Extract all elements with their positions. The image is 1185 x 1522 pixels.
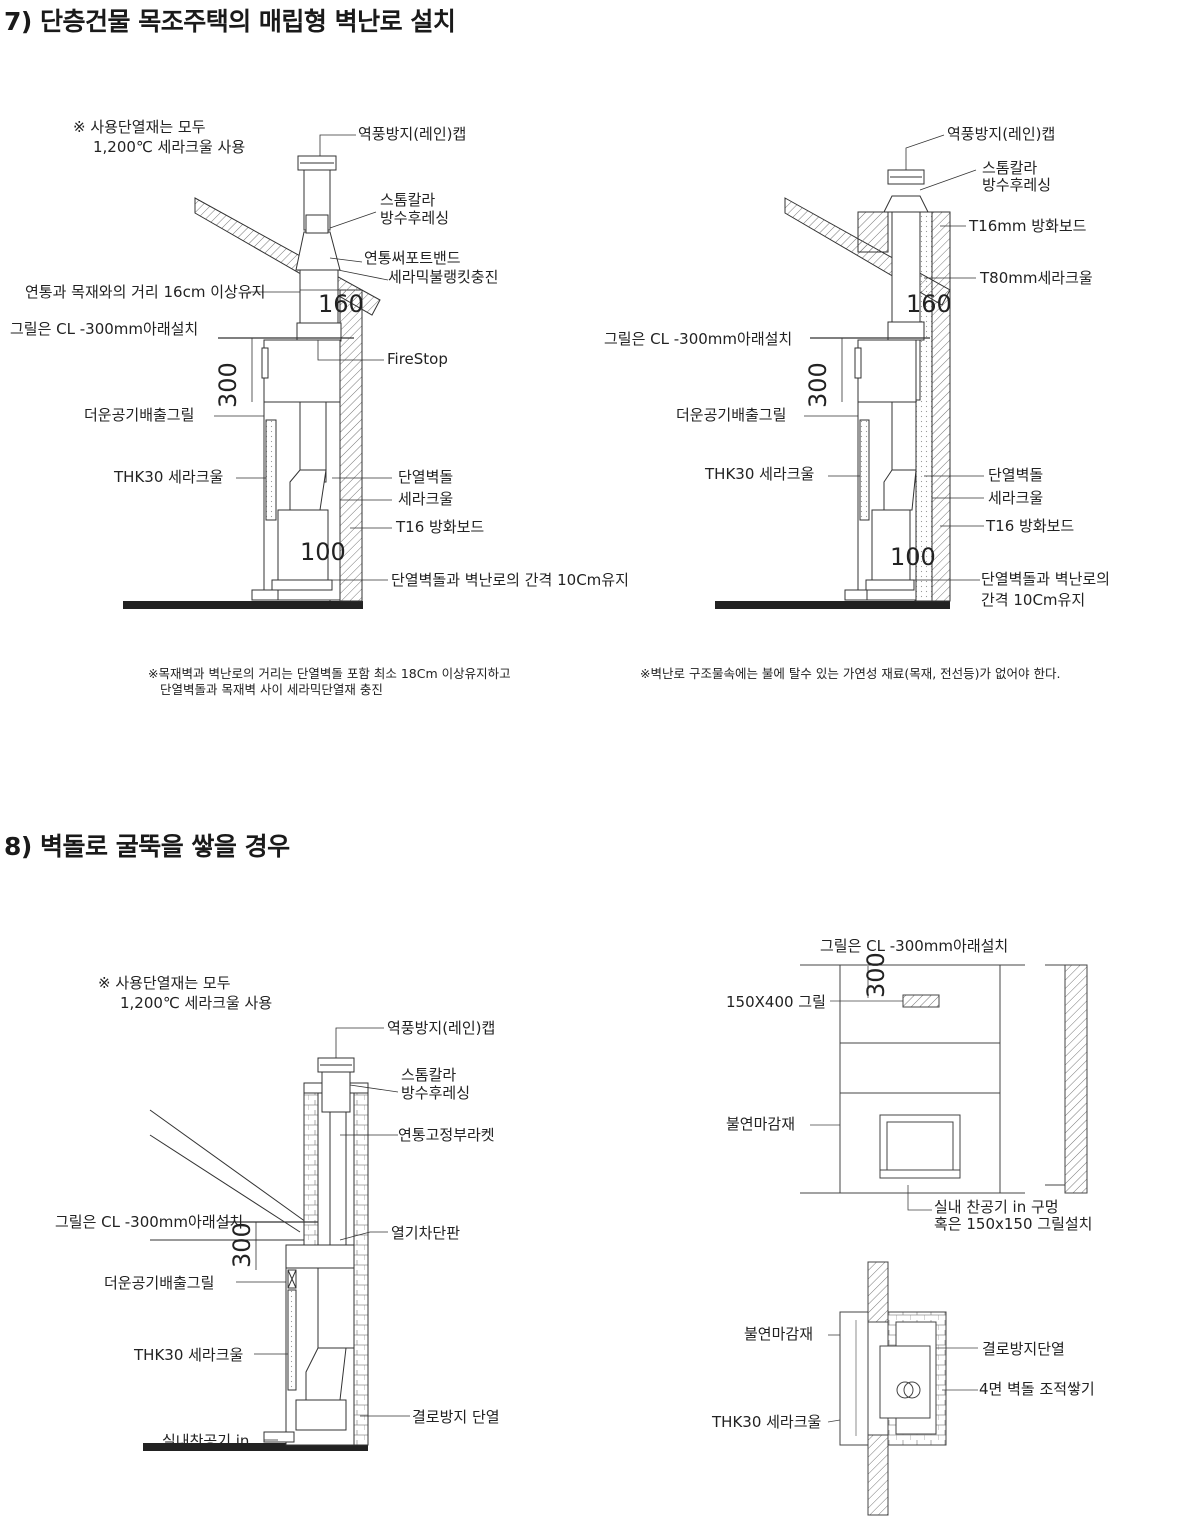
label-gap-keep-r-2: 간격 10Cm유지 bbox=[981, 591, 1086, 609]
dim-300-section8-left: 300 bbox=[228, 1222, 256, 1268]
note-insulation-2: 1,200℃ 세라크울 사용 bbox=[93, 138, 246, 156]
label-hot-air-grill-r: 더운공기배출그릴 bbox=[676, 406, 787, 424]
footnote-right: ※벽난로 구조물속에는 불에 탈수 있는 가연성 재료(목재, 전선등)가 없어… bbox=[640, 666, 1061, 681]
label-firestop: FireStop bbox=[387, 350, 448, 368]
dim-100-right: 100 bbox=[890, 543, 936, 571]
label8p-thk30: THK30 세라크울 bbox=[712, 1413, 822, 1431]
label-thk30-r: THK30 세라크울 bbox=[705, 465, 815, 483]
label-grill-install-r: 그릴은 CL -300mm아래설치 bbox=[604, 330, 793, 348]
diagram-8-plan bbox=[827, 1261, 978, 1516]
label-t16mm-board: T16mm 방화보드 bbox=[969, 217, 1087, 235]
label8-thk30: THK30 세라크울 bbox=[134, 1346, 244, 1364]
section8-title: 8) 벽돌로 굴뚝을 쌓을 경우 bbox=[4, 832, 290, 861]
label-distance-wood: 연통과 목재와의 거리 16cm 이상유지 bbox=[25, 283, 266, 301]
diagram-7-left bbox=[123, 134, 392, 609]
floor-slab bbox=[143, 1443, 368, 1451]
label8e-grill-install: 그릴은 CL -300mm아래설치 bbox=[820, 937, 1009, 955]
label-support-band: 연통써포트밴드 bbox=[364, 249, 461, 267]
section7-title: 7) 단층건물 목조주택의 매립형 벽난로 설치 bbox=[4, 7, 456, 36]
label-storm-collar-2: 방수후레싱 bbox=[380, 209, 450, 227]
label-ceramic-wool-r: 세라크울 bbox=[988, 489, 1044, 507]
label8-heat-shield: 열기차단판 bbox=[391, 1224, 461, 1242]
label-grill-install: 그릴은 CL -300mm아래설치 bbox=[10, 320, 199, 338]
footnote-left-2: 단열벽돌과 목재벽 사이 세라믹단열재 충진 bbox=[160, 682, 383, 697]
label-rain-cap-r: 역풍방지(레인)캡 bbox=[947, 125, 1056, 143]
note8-insulation-1: ※ 사용단열재는 모두 bbox=[98, 974, 231, 992]
footnote-left-1: ※목재벽과 벽난로의 거리는 단열벽돌 포함 최소 18Cm 이상유지하고 bbox=[148, 666, 511, 681]
label8e-indoor-hole-2: 혹은 150x150 그릴설치 bbox=[934, 1215, 1093, 1233]
label8p-noncomb: 불연마감재 bbox=[744, 1325, 814, 1343]
label8-indoor-air: 실내찬공기 in bbox=[162, 1432, 250, 1450]
label-storm-collar-r-2: 방수후레싱 bbox=[982, 176, 1052, 194]
floor-slab bbox=[715, 601, 950, 609]
label-insulated-brick-r: 단열벽돌 bbox=[988, 466, 1044, 484]
diagram-8-elevation bbox=[800, 964, 1088, 1211]
label-ceramic-blanket: 세라믹불랭킷충진 bbox=[388, 268, 499, 286]
brick-chimney-right bbox=[353, 1092, 369, 1446]
label8-storm-collar-1: 스톰칼라 bbox=[401, 1066, 457, 1084]
label-insulated-brick: 단열벽돌 bbox=[398, 468, 454, 486]
label-t80mm-wool: T80mm세라크울 bbox=[980, 269, 1093, 287]
label8-bracket: 연통고정부라켓 bbox=[398, 1126, 495, 1144]
label-hot-air-grill: 더운공기배출그릴 bbox=[84, 406, 195, 424]
diagram-8-left bbox=[143, 1027, 410, 1451]
label8-grill-install: 그릴은 CL -300mm아래설치 bbox=[55, 1213, 244, 1231]
label-gap-keep: 단열벽돌과 벽난로의 간격 10Cm유지 bbox=[391, 571, 629, 589]
note-insulation-1: ※ 사용단열재는 모두 bbox=[73, 118, 206, 136]
label8e-indoor-hole-1: 실내 찬공기 in 구멍 bbox=[934, 1198, 1059, 1216]
dim-100-left: 100 bbox=[300, 538, 346, 566]
label-rain-cap: 역풍방지(레인)캡 bbox=[358, 125, 467, 143]
label8e-grill-size: 150X400 그릴 bbox=[726, 993, 826, 1011]
label8p-brick-4side: 4면 벽돌 조적쌓기 bbox=[979, 1380, 1095, 1398]
diagram-7-right bbox=[715, 134, 984, 609]
dim-300-left: 300 bbox=[214, 362, 242, 408]
dim-160-left: 160 bbox=[318, 290, 364, 318]
label-thk30: THK30 세라크울 bbox=[114, 468, 224, 486]
label8-storm-collar-2: 방수후레싱 bbox=[401, 1084, 471, 1102]
label8p-condensation: 결로방지단열 bbox=[982, 1340, 1065, 1358]
label-gap-keep-r-1: 단열벽돌과 벽난로의 bbox=[981, 570, 1110, 588]
label8-hot-air-grill: 더운공기배출그릴 bbox=[104, 1274, 215, 1292]
label-t16-board-r: T16 방화보드 bbox=[986, 517, 1075, 535]
label8-rain-cap: 역풍방지(레인)캡 bbox=[387, 1019, 496, 1037]
note8-insulation-2: 1,200℃ 세라크울 사용 bbox=[120, 994, 273, 1012]
label-t16-board: T16 방화보드 bbox=[396, 518, 485, 536]
label8e-noncomb: 불연마감재 bbox=[726, 1115, 796, 1133]
dim-160-right: 160 bbox=[906, 290, 952, 318]
label-storm-collar-1: 스톰칼라 bbox=[380, 191, 436, 209]
label-storm-collar-r-1: 스톰칼라 bbox=[982, 159, 1038, 177]
floor-slab bbox=[123, 601, 363, 609]
dim-300-elevation: 300 bbox=[862, 952, 890, 998]
label-ceramic-wool: 세라크울 bbox=[398, 490, 454, 508]
dim-300-right: 300 bbox=[804, 362, 832, 408]
label8-condensation: 결로방지 단열 bbox=[412, 1408, 500, 1426]
